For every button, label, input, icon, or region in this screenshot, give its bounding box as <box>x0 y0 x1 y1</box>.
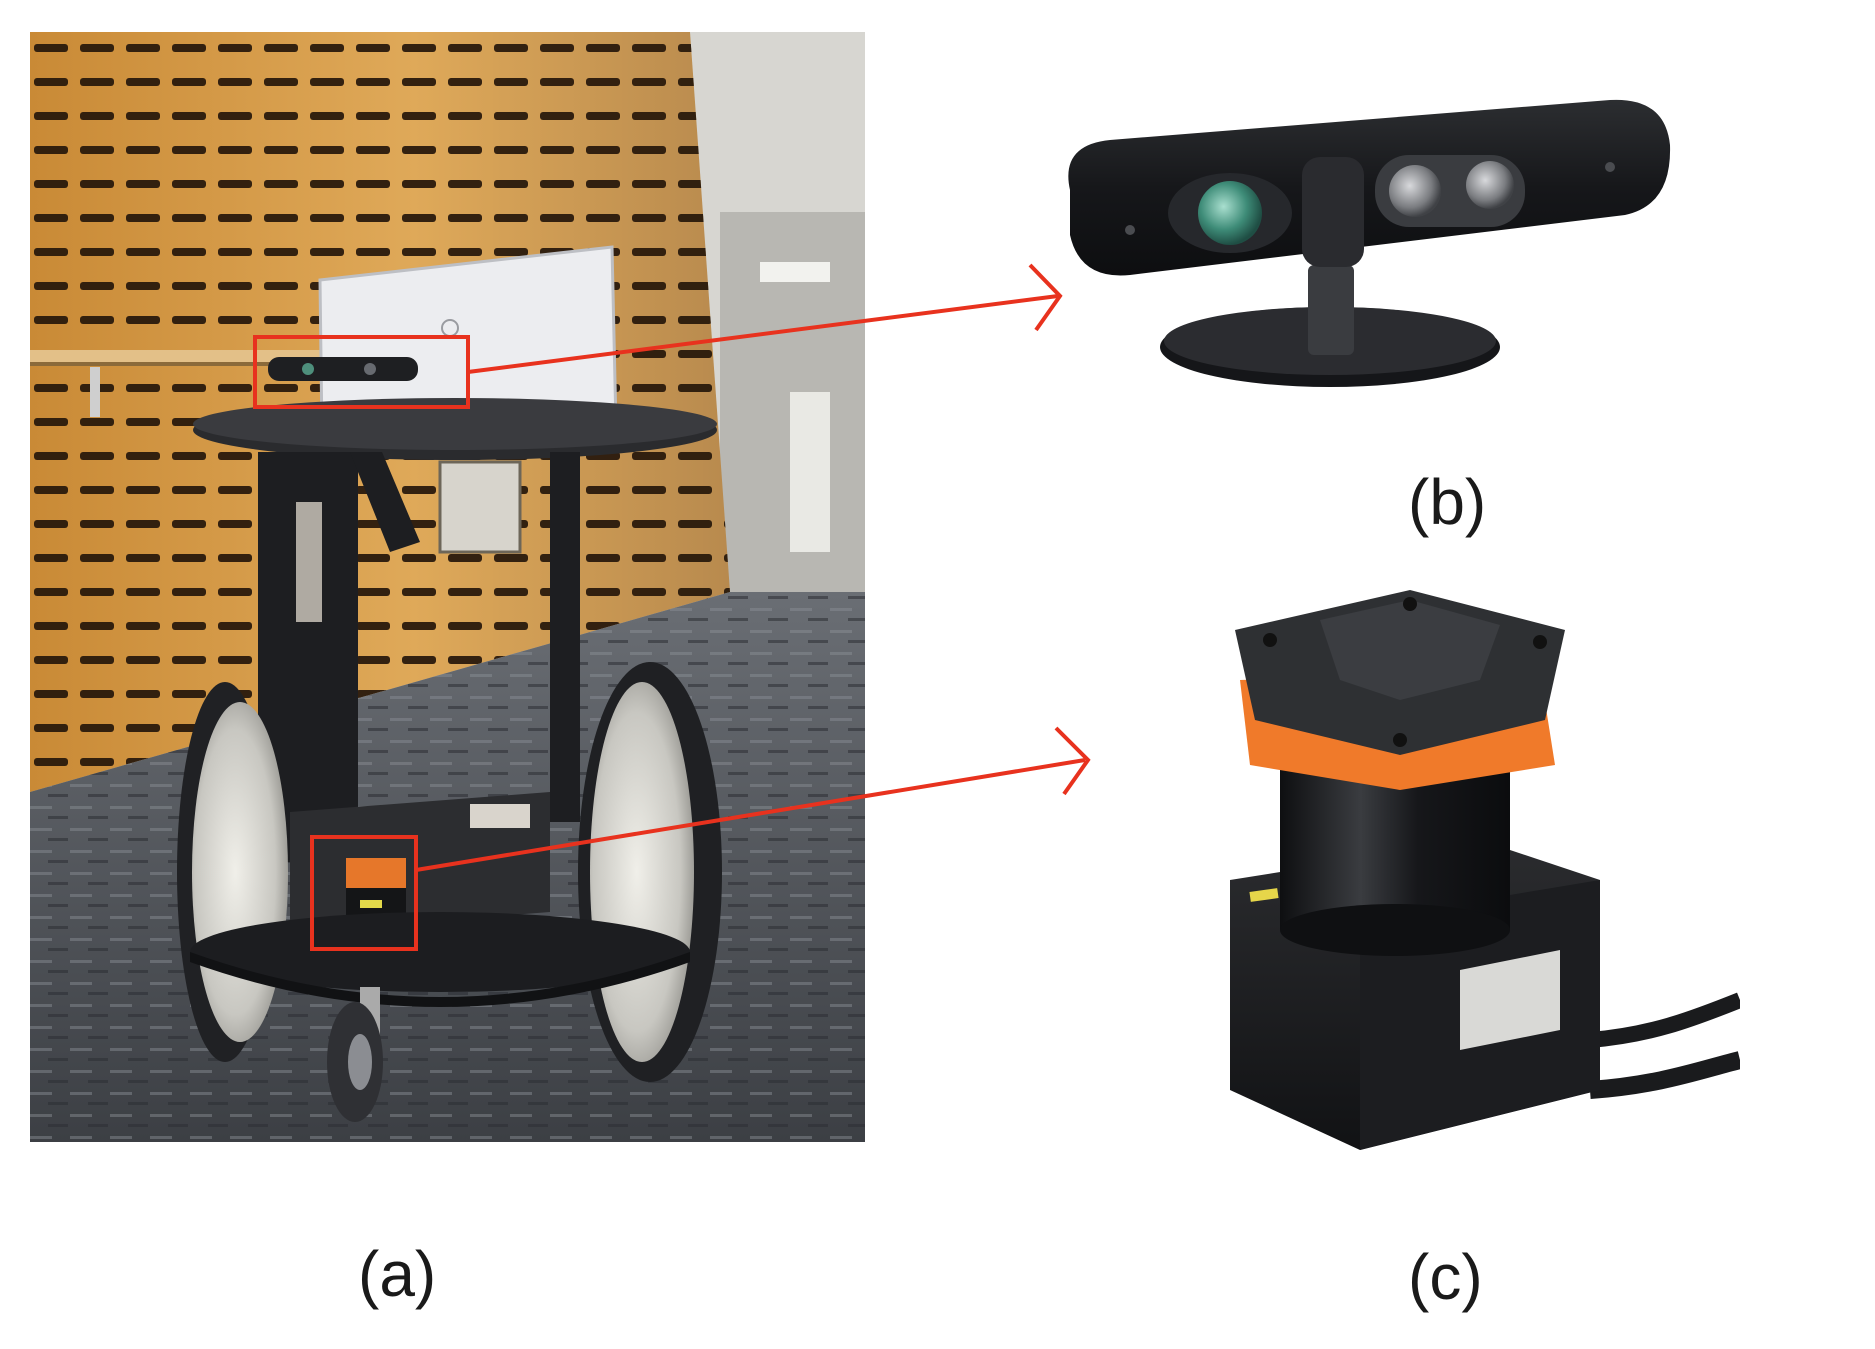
depth-camera-image <box>1050 85 1680 405</box>
arrow-to-camera <box>467 294 1059 374</box>
camera-led-left <box>1125 225 1135 235</box>
camera-led-right <box>1605 162 1615 172</box>
laser-scanner-image <box>1210 590 1740 1190</box>
arrow-to-scanner <box>415 758 1086 872</box>
robot-camera-lens-right <box>364 363 376 375</box>
cap-screw-3 <box>1533 635 1547 649</box>
base-sticker <box>470 804 530 828</box>
bottom-tray-edge <box>190 952 690 1007</box>
robot-photo <box>30 32 865 1142</box>
wall-panel <box>438 460 522 554</box>
cap-screw-4 <box>1393 733 1407 747</box>
handle-bar <box>350 452 420 552</box>
scanner-cylinder-bottom <box>1280 904 1510 956</box>
scanner-cap-plate <box>1320 600 1500 700</box>
caption-c: (c) <box>1408 1241 1483 1313</box>
robot-scanner-label <box>360 900 382 908</box>
handrail-bracket <box>90 367 100 417</box>
robot-camera-lens <box>302 363 314 375</box>
depth-camera-canvas <box>1068 99 1671 387</box>
rgb-lens <box>1198 181 1262 245</box>
bottom-tray <box>190 912 690 992</box>
ir-lens-right <box>1466 161 1514 209</box>
column-label <box>296 502 322 622</box>
tray-support <box>550 452 580 822</box>
caster-hub <box>348 1034 372 1090</box>
robot-depth-camera <box>268 357 418 381</box>
ceiling-light <box>760 262 830 282</box>
handrail-shadow <box>30 362 330 366</box>
camera-hinge <box>1302 157 1364 267</box>
scanner-cable-lower <box>1589 1051 1740 1099</box>
robot-scanner-top <box>346 858 406 888</box>
top-tray-surface <box>193 398 717 450</box>
scanner-cable-upper <box>1589 992 1740 1048</box>
ir-lens-left <box>1389 165 1441 217</box>
laser-warning-label <box>1249 888 1279 902</box>
caption-a: (a) <box>358 1238 437 1310</box>
camera-neck <box>1308 265 1354 355</box>
scanner-info-label <box>1460 950 1560 1050</box>
arrow-head-scanner <box>1054 726 1091 796</box>
caption-b: (b) <box>1408 466 1487 538</box>
laser-scanner-canvas <box>1230 590 1740 1150</box>
scanner-highlight-box <box>310 835 418 951</box>
corridor-door <box>790 392 830 552</box>
arrow-head-camera <box>1028 263 1063 332</box>
cap-screw-1 <box>1263 633 1277 647</box>
robot-photo-canvas <box>30 32 865 1142</box>
cap-screw-2 <box>1403 597 1417 611</box>
